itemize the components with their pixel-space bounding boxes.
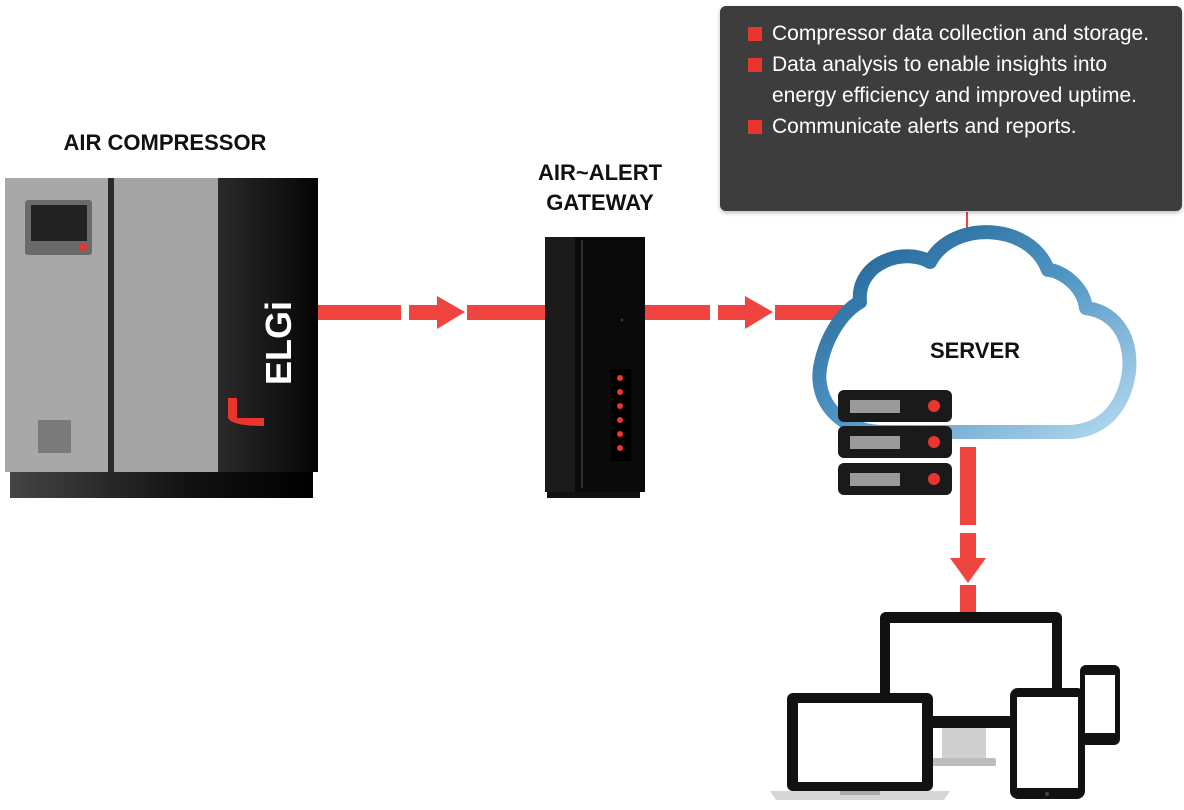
compressor-brand-logo: ELGi	[258, 301, 299, 385]
gateway-label-line2: GATEWAY	[546, 190, 654, 215]
gateway-device-icon	[545, 237, 645, 498]
server-functions-callout: Compressor data collection and storage. …	[720, 6, 1182, 211]
laptop-icon	[770, 693, 950, 800]
tablet-icon	[1010, 688, 1085, 799]
air-compressor-label: AIR COMPRESSOR	[63, 130, 267, 155]
server-rack-icon	[838, 390, 952, 495]
smartphone-icon	[1080, 665, 1120, 745]
gateway-label-line1: AIR~ALERT	[537, 160, 663, 185]
air-compressor-icon: ELGi	[5, 178, 318, 498]
compressor-status-led	[79, 243, 87, 251]
server-label: SERVER	[929, 338, 1021, 363]
callout-item: Compressor data collection and storage.	[748, 18, 1172, 49]
cloud-icon	[812, 225, 1137, 439]
arrow-icon	[950, 447, 986, 615]
arrow-icon	[318, 296, 545, 329]
gateway-label: AIR~ALERT GATEWAY	[520, 158, 680, 218]
callout-list: Compressor data collection and storage. …	[720, 6, 1182, 142]
callout-item: Communicate alerts and reports.	[748, 111, 1172, 142]
callout-item: Data analysis to enable insights into en…	[748, 49, 1172, 111]
